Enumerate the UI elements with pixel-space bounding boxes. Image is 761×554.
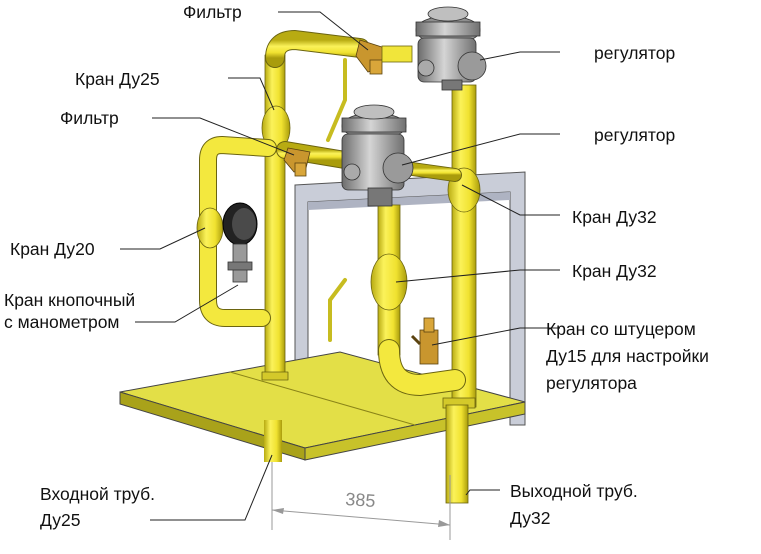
pressure-gauge xyxy=(222,202,258,283)
label-outlet-line1: Выходной труб. xyxy=(510,481,638,501)
filter-top xyxy=(355,39,386,75)
label-button-valve-line1: Кран кнопочный xyxy=(4,290,136,310)
label-outlet-line2: Ду32 xyxy=(510,508,551,528)
label-regulator-top: регулятор xyxy=(594,43,676,63)
label-valve-du32-b: Кран Ду32 xyxy=(572,261,657,281)
fitting-valve xyxy=(410,317,439,365)
label-filter-top: Фильтр xyxy=(183,2,242,22)
label-valve-du32-a: Кран Ду32 xyxy=(572,207,657,227)
label-button-valve-line2: с манометром xyxy=(4,312,120,332)
label-regulator-mid: регулятор xyxy=(594,125,676,145)
dimension-385: 385 xyxy=(271,462,451,540)
inlet-pipe-assembly xyxy=(196,30,370,381)
dimension-value: 385 xyxy=(345,489,376,511)
label-fitting-line3: регулятора xyxy=(546,373,637,393)
label-filter-mid: Фильтр xyxy=(60,108,119,128)
label-inlet-line2: Ду25 xyxy=(40,510,81,530)
leader-lines xyxy=(120,11,560,521)
label-valve-du20: Кран Ду20 xyxy=(10,239,95,259)
regulator-top xyxy=(381,6,487,91)
label-inlet-line1: Входной труб. xyxy=(40,484,156,504)
inlet-pipe-stub xyxy=(264,420,282,462)
label-fitting-line2: Ду15 для настройки xyxy=(546,346,709,366)
outlet-pipe-assembly xyxy=(326,58,481,504)
label-fitting-line1: Кран со штуцером xyxy=(546,319,696,339)
label-valve-du25: Кран Ду25 xyxy=(75,69,160,89)
regulator-mid xyxy=(341,104,414,207)
